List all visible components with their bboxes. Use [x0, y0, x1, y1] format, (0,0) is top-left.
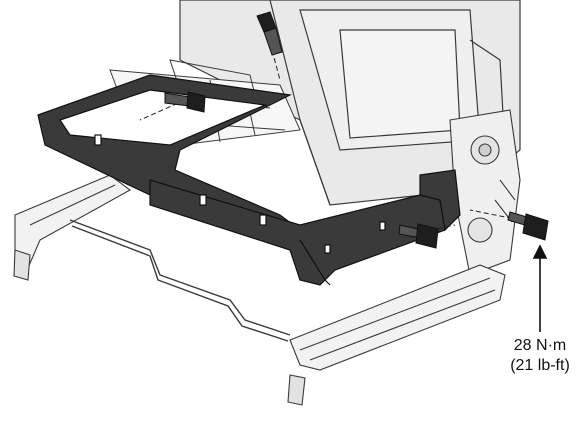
cross-rod [69, 219, 291, 342]
seat-back [179, 0, 521, 206]
bolt-rear-outer [507, 211, 549, 241]
seat-frame [37, 74, 461, 286]
left-seat-rail [13, 174, 132, 281]
bolt-front [164, 91, 206, 113]
right-seat-rail [287, 264, 506, 406]
torque-metric: 28 N·m [513, 337, 567, 354]
torque-arrow [532, 244, 548, 332]
torque-spec-label: 28 N·m (21 lb-ft) [496, 336, 584, 376]
recliner-mechanism [449, 109, 521, 276]
bolt-rear-inner [398, 223, 439, 249]
bolt-top [256, 11, 283, 56]
torque-imperial: (21 lb-ft) [510, 357, 570, 374]
